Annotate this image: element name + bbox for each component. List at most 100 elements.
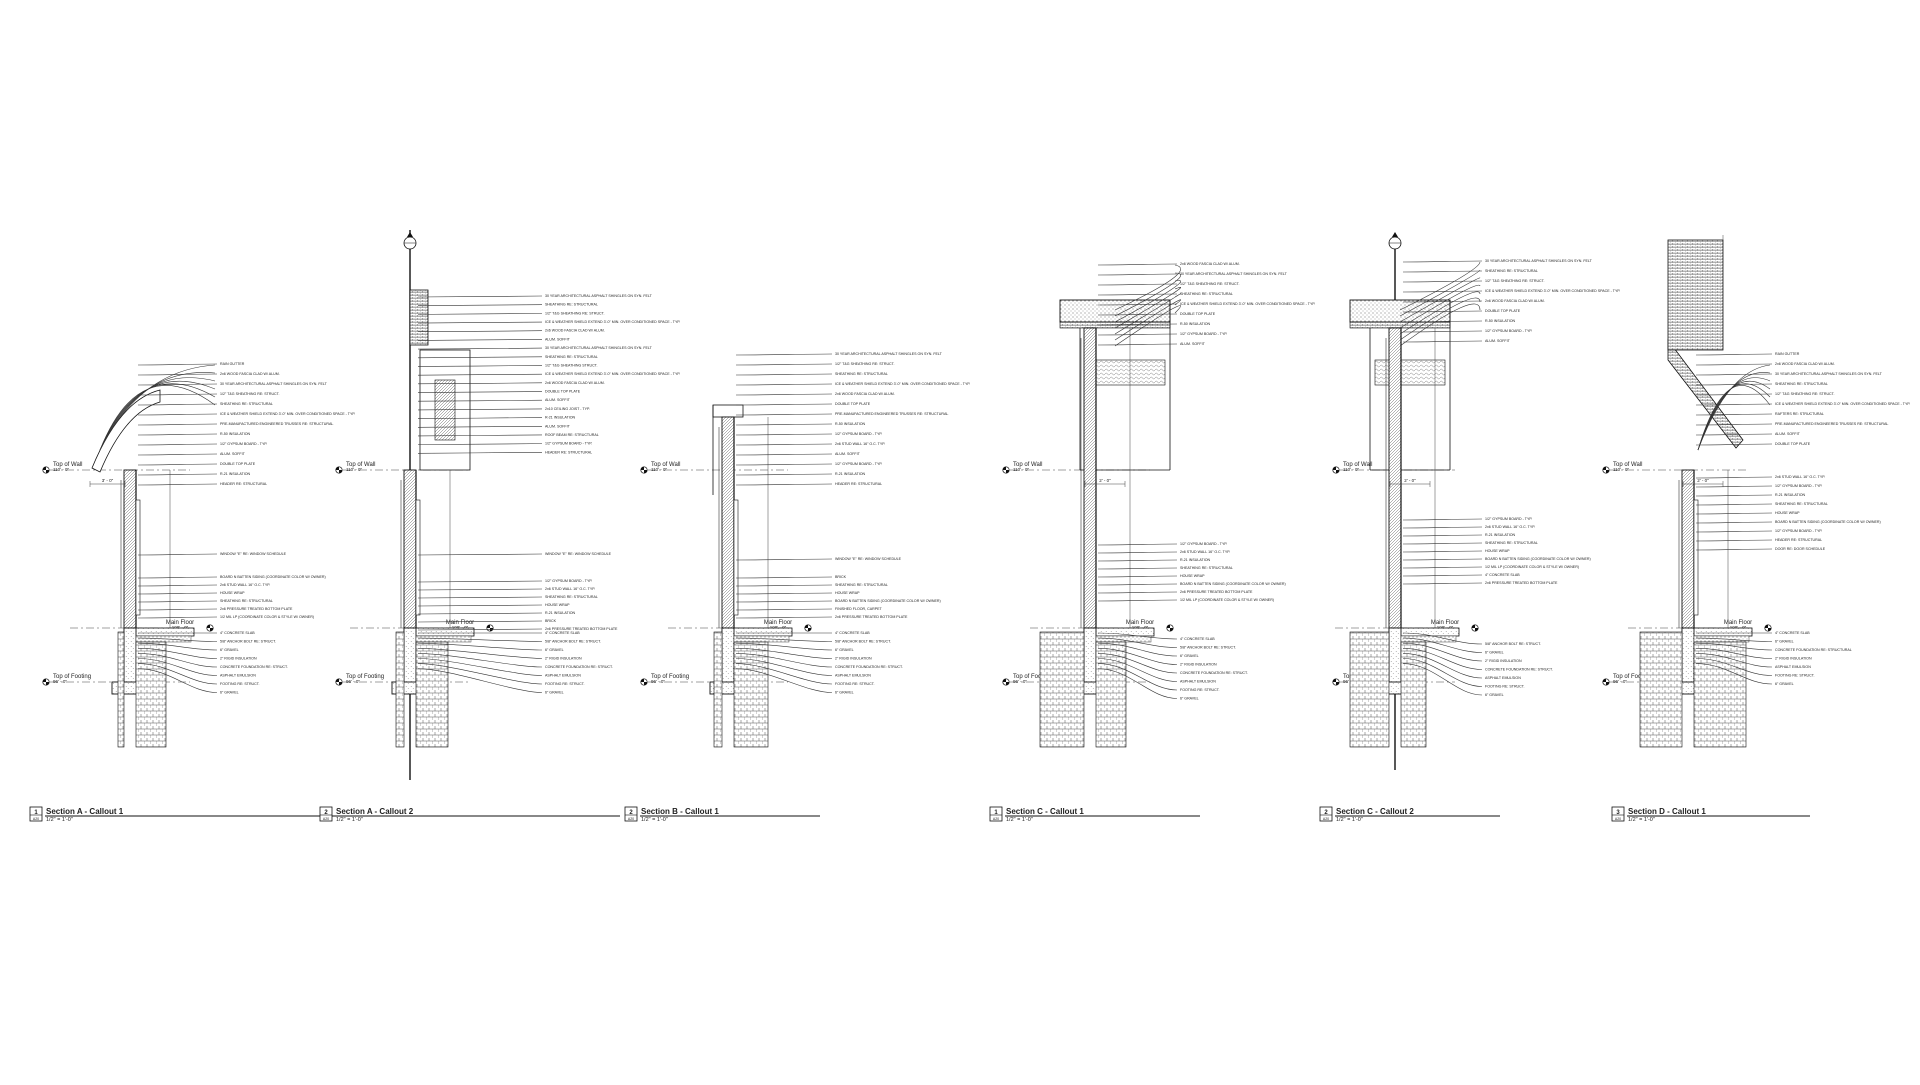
note-leader <box>1097 343 1178 346</box>
annotation-note: DOUBLE TOP PLATE <box>1775 442 1811 446</box>
level-marker-icon <box>1471 624 1479 632</box>
note-leader <box>735 383 833 386</box>
note-leader <box>1695 383 1773 386</box>
annotation-note: HOUSE WRAP <box>835 591 860 595</box>
level-marker-icon <box>335 678 343 686</box>
annotation-note: R-21 INSULATION <box>1485 533 1515 537</box>
note-leader <box>735 363 833 366</box>
annotation-note: 6" GRAVEL <box>1485 651 1504 655</box>
view-number-tag <box>1319 806 1333 822</box>
section-marker-icon <box>403 232 417 250</box>
annotation-note: 6" GRAVEL <box>1180 654 1199 658</box>
level-name: Top of Footing <box>1613 674 1651 680</box>
note-leader <box>137 663 218 685</box>
note-leader <box>735 403 833 406</box>
annotation-note: 5/8" ANCHOR BOLT RE: STRUCT. <box>1485 642 1541 646</box>
annotation-note: 2x6 PRESSURE TREATED BOTTOM PLATE <box>545 627 618 631</box>
exterior-wall <box>1681 469 1695 629</box>
sheet-reference: A20 <box>1615 817 1621 821</box>
annotation-note: 1/2" T&G SHEATHING RE: STRUCT. <box>1180 282 1240 286</box>
note-leader <box>417 628 543 631</box>
annotation-note: R-50 INSULATION <box>835 422 865 426</box>
level-name: Top of Wall <box>651 462 680 468</box>
earth-fill <box>117 631 125 748</box>
level-marker-icon <box>640 466 648 474</box>
view-scale: 1/2" = 1'-0" <box>641 817 668 823</box>
annotation-note: ASPHALT EMULSION <box>1775 665 1811 669</box>
note-leader <box>735 608 833 611</box>
annotation-note: R-21 INSULATION <box>220 472 250 476</box>
view-scale: 1/2" = 1'-0" <box>46 817 73 823</box>
level-elevation: 110' - 0" <box>346 467 363 472</box>
note-leader <box>1097 551 1178 554</box>
annotation-note: FOOTING RE: STRUCT. <box>545 682 585 686</box>
level-marker-icon <box>1332 678 1340 686</box>
note-leader <box>137 592 218 595</box>
note-leader <box>137 463 218 466</box>
note-leader <box>417 588 543 591</box>
note-leader <box>1695 403 1773 406</box>
annotation-note: 2" RIGID INSULATION <box>835 657 872 661</box>
dimension-label: 2' - 0" <box>1697 478 1709 483</box>
note-leader <box>1399 297 1481 341</box>
annotation-note: ICE & WEATHER SHIELD EXTEND 3'-0" MIN. O… <box>220 412 355 416</box>
annotation-note: 4" CONCRETE SLAB <box>1180 637 1215 641</box>
note-leader <box>1402 550 1483 553</box>
note-leader <box>137 403 218 406</box>
annotation-note: ASPHALT EMULSION <box>545 674 581 678</box>
concrete-foundation <box>403 627 417 684</box>
note-leader <box>1097 559 1178 562</box>
level-marker-icon <box>1166 624 1174 632</box>
note-leader <box>1695 530 1773 533</box>
sheet-reference: A20 <box>33 817 39 821</box>
annotation-note: 6" GRAVEL <box>545 691 564 695</box>
note-leader <box>417 653 543 668</box>
note-leader <box>735 413 833 416</box>
level-marker-icon <box>1002 466 1010 474</box>
annotation-note: 4" CONCRETE SLAB <box>220 631 255 635</box>
annotation-note: 1/2" T&G SHEATHING RE: STRUCT. <box>545 311 605 315</box>
annotation-note: 4" CONCRETE SLAB <box>1775 631 1810 635</box>
note-leader <box>417 399 543 402</box>
chimney-brick <box>409 289 429 346</box>
note-leader <box>735 648 833 659</box>
annotation-note: HEADER RE: STRUCTURAL <box>1775 538 1822 542</box>
note-leader <box>1097 567 1178 570</box>
level-name: Top of Wall <box>346 462 375 468</box>
annotation-note: 2" RIGID INSULATION <box>220 657 257 661</box>
note-leader <box>735 373 833 376</box>
note-leader <box>1695 642 1773 651</box>
level-marker-icon <box>42 466 50 474</box>
annotation-note: 6" GRAVEL <box>1180 697 1199 701</box>
dimension-label: 3' - 0" <box>102 478 114 483</box>
annotation-note: WINDOW "E" RE: WINDOW SCHEDULE <box>220 552 287 556</box>
annotation-note: 30 YEAR ARCHITECTURAL ASPHALT SHINGLES O… <box>1775 372 1883 376</box>
annotation-note: 1/2 MIL LP (COORDINATE COLOR & STYLE W/ … <box>1180 598 1274 602</box>
note-leader <box>1402 320 1483 323</box>
level-name: Top of Footing <box>651 674 689 680</box>
annotation-note: 1/2" T&G SHEATHING RE: STRUCT. <box>835 362 895 366</box>
note-leader <box>1402 566 1483 569</box>
note-leader <box>417 434 543 437</box>
view-scale: 1/2" = 1'-0" <box>336 817 363 823</box>
annotation-note: 2" RIGID INSULATION <box>545 657 582 661</box>
annotation-note: DOUBLE TOP PLATE <box>220 462 256 466</box>
window-opening <box>135 499 141 616</box>
annotation-note: ALUM. SOFFIT <box>1180 342 1206 346</box>
concrete-foundation <box>1388 627 1402 684</box>
annotation-note: SHEATHING RE: STRUCTURAL <box>1180 292 1233 296</box>
note-leader <box>1097 273 1178 276</box>
annotation-note: 2x6 STUD WALL 16" O.C. TYP. <box>220 583 270 587</box>
note-leader <box>417 347 543 350</box>
roof-assembly <box>1059 299 1171 323</box>
annotation-note: ALUM. SOFFIT <box>545 337 571 341</box>
roof-assembly <box>91 389 161 473</box>
note-leader <box>1402 300 1483 303</box>
level-marker-icon <box>1332 466 1340 474</box>
note-leader <box>1695 637 1773 642</box>
note-leader <box>137 433 218 436</box>
annotation-note: BRICK <box>545 619 557 623</box>
